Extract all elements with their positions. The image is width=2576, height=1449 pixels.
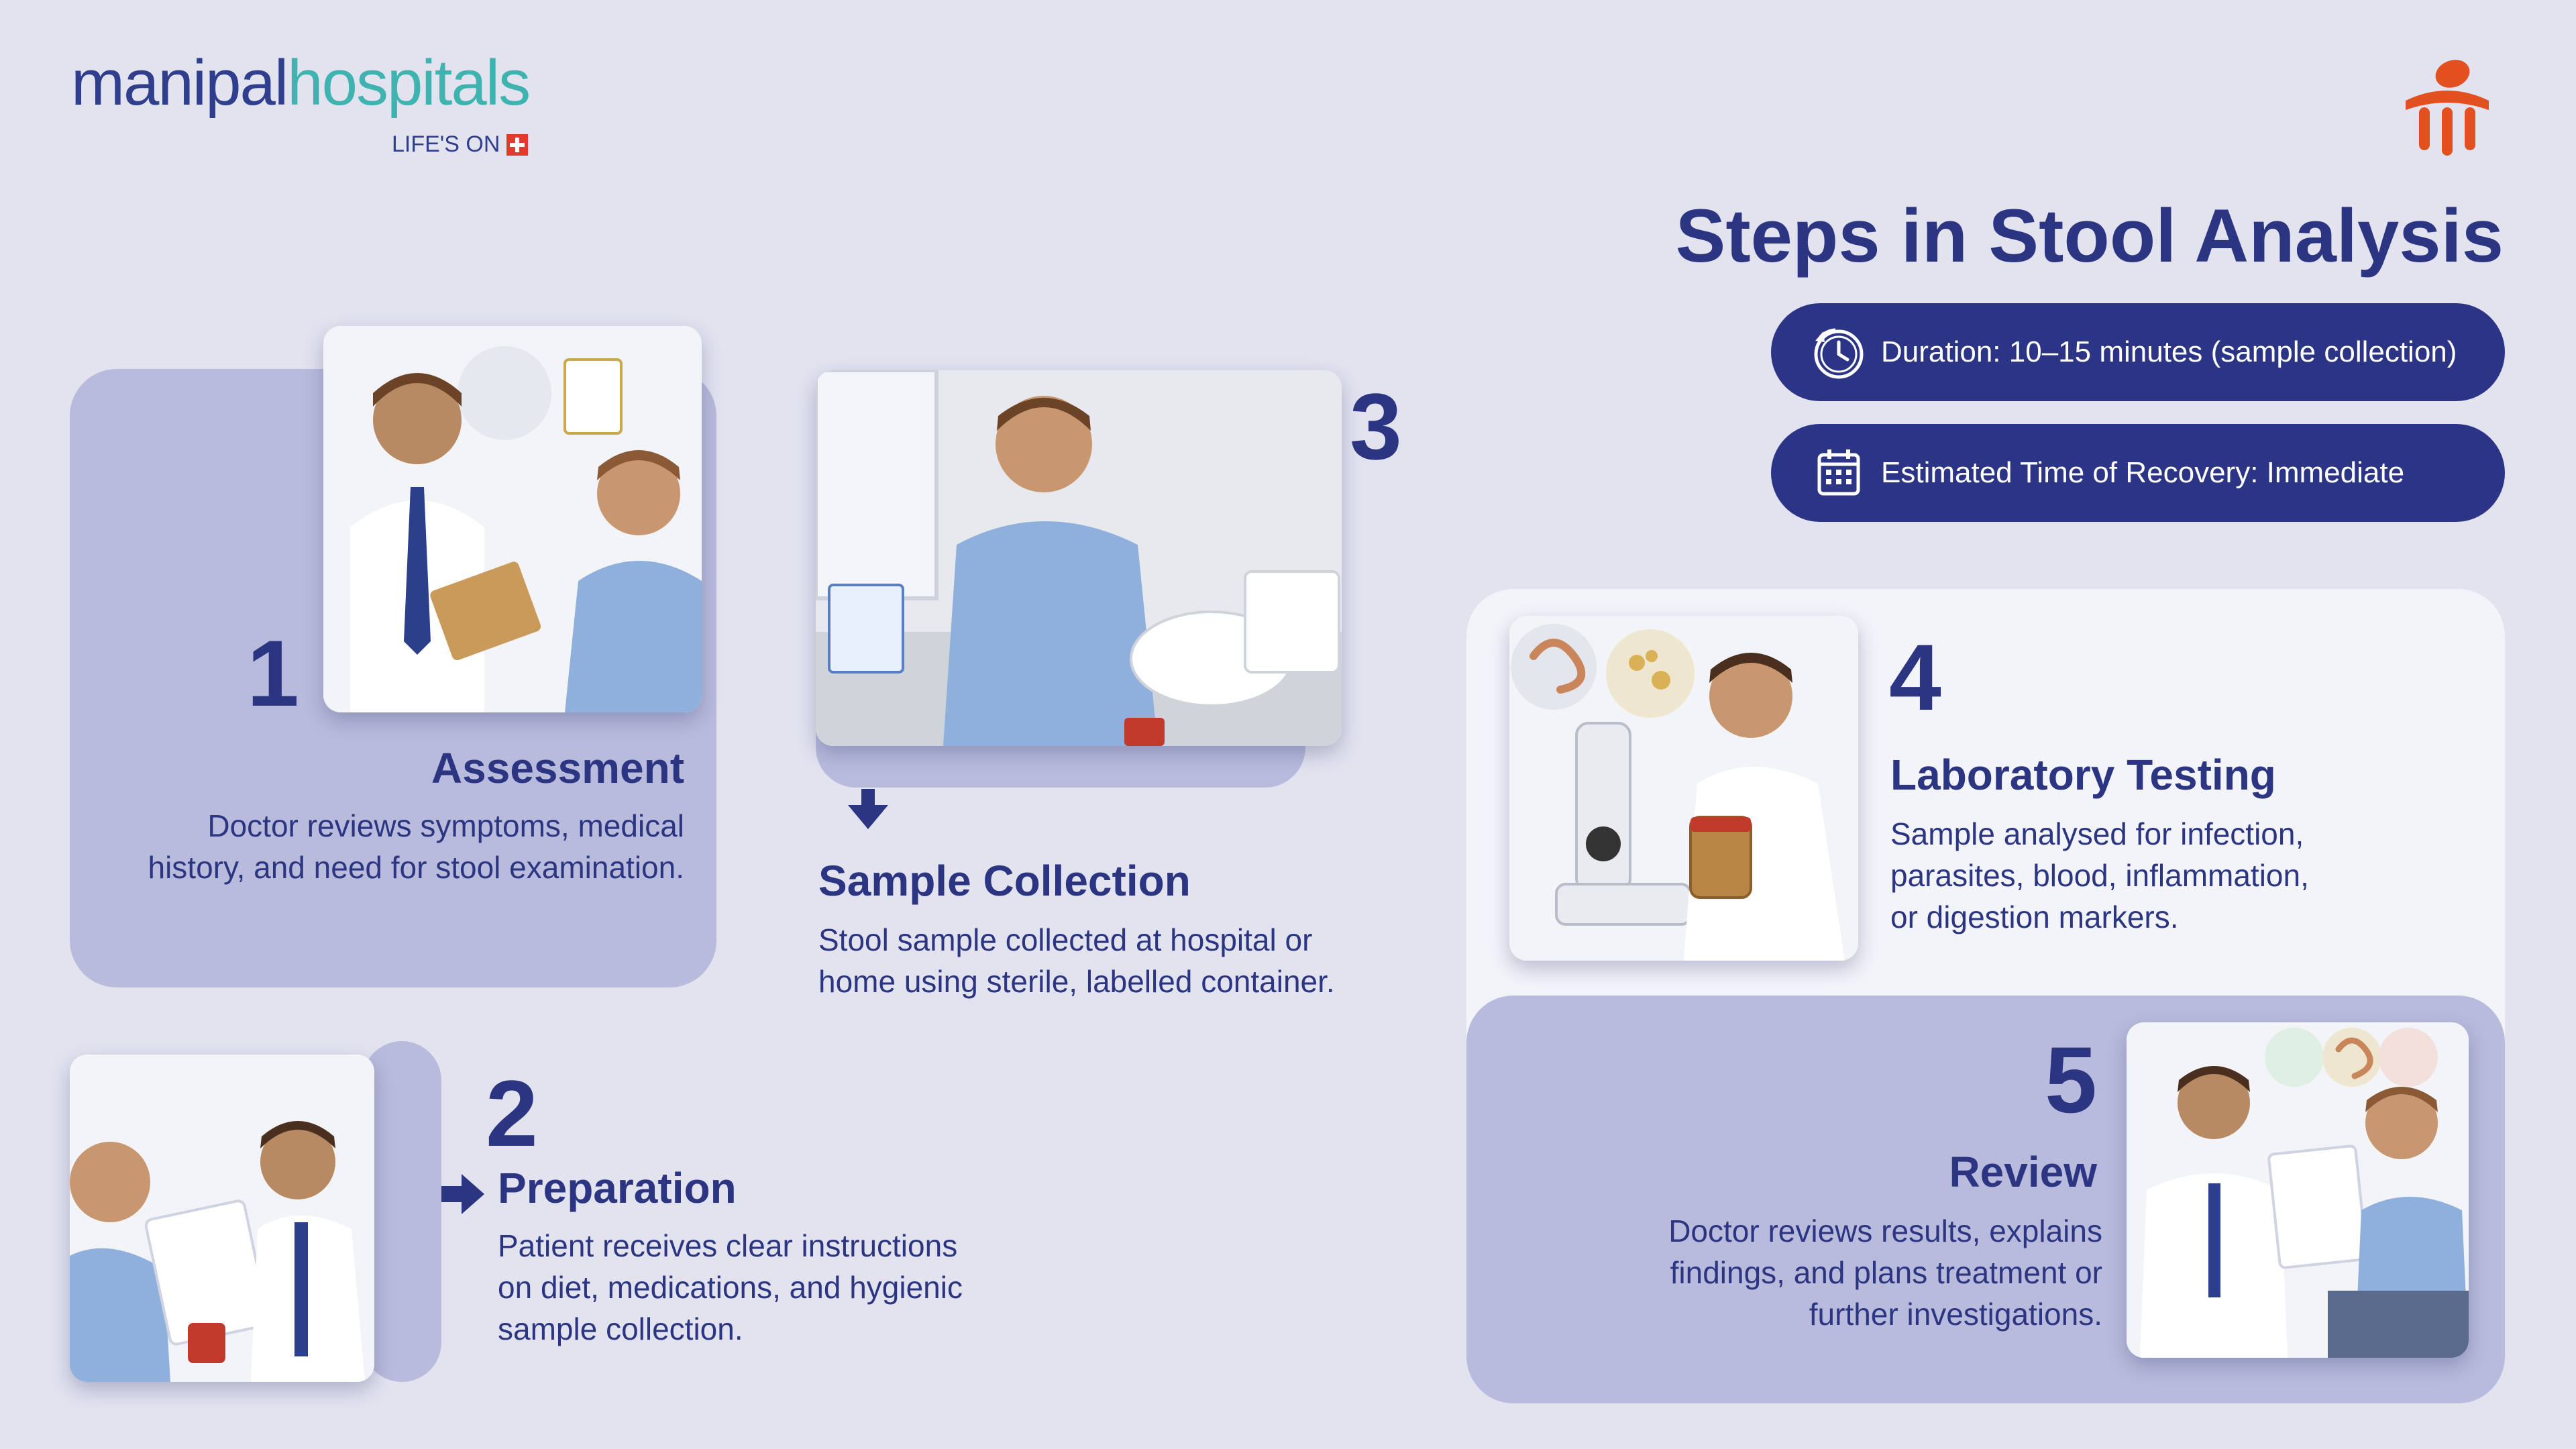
step-4-description-line: Sample analysed for infection, xyxy=(1890,816,2304,851)
step-2-title: Preparation xyxy=(498,1164,737,1212)
calendar-icon xyxy=(1817,449,1860,496)
step-4-description-line: parasites, blood, inflammation, xyxy=(1890,858,2309,894)
step-1-description-line: history, and need for stool examination. xyxy=(148,850,685,885)
step-1-number: 1 xyxy=(247,621,299,726)
step-2-description-line: Patient receives clear instructions xyxy=(498,1228,958,1263)
recovery-text: Estimated Time of Recovery: Immediate xyxy=(1881,456,2405,489)
step-2-card xyxy=(362,1041,441,1382)
brand-tagline-text: LIFE'S ON xyxy=(392,131,500,157)
step-3-number: 3 xyxy=(1350,374,1402,479)
duration-text: Duration: 10–15 minutes (sample collecti… xyxy=(1881,335,2457,368)
brand-name-part1: manipal xyxy=(71,47,288,119)
step-5-title: Review xyxy=(1949,1148,2097,1196)
stopwatch-icon xyxy=(1814,328,1864,379)
step-2-description-line: on diet, medications, and hygienic xyxy=(498,1270,963,1305)
duration-badge: Duration: 10–15 minutes (sample collecti… xyxy=(1771,303,2505,401)
step-5-number: 5 xyxy=(2045,1027,2097,1132)
step-4-description: Sample analysed for infection, parasites… xyxy=(1890,813,2309,938)
step-3-description-line: Stool sample collected at hospital or xyxy=(818,922,1313,957)
step-5-illustration xyxy=(2127,1022,2469,1358)
page-title: Steps in Stool Analysis xyxy=(1675,194,2504,278)
step-4-illustration xyxy=(1509,616,1858,961)
step-2-description: Patient receives clear instructions on d… xyxy=(498,1225,963,1350)
red-cross-icon xyxy=(506,133,529,156)
step-3-illustration xyxy=(816,370,1342,746)
manipal-logo-icon xyxy=(2406,60,2489,156)
step-5-description-line: Doctor reviews results, explains xyxy=(1668,1214,2102,1248)
step-2-illustration xyxy=(70,1055,374,1382)
recovery-badge: Estimated Time of Recovery: Immediate xyxy=(1771,424,2505,522)
step-1-title: Assessment xyxy=(431,744,684,792)
step-2-description-line: sample collection. xyxy=(498,1311,743,1347)
step-2-number: 2 xyxy=(486,1061,538,1166)
step-3-description: Stool sample collected at hospital or ho… xyxy=(818,919,1335,1002)
step-5-description-line: findings, and plans treatment or xyxy=(1670,1255,2102,1291)
brand-name-part2: hospitals xyxy=(287,47,531,119)
brand-tagline: LIFE'S ON xyxy=(392,131,529,158)
step-3-description-line: home using sterile, labelled container. xyxy=(818,964,1335,1000)
step-3-title: Sample Collection xyxy=(818,857,1191,905)
step-4-title: Laboratory Testing xyxy=(1890,751,2276,799)
step-1-description: Doctor reviews symptoms, medical history… xyxy=(148,805,685,888)
step-5-description: Doctor reviews results, explains finding… xyxy=(1668,1210,2102,1335)
step-5-description-line: further investigations. xyxy=(1809,1297,2102,1332)
step-4-description-line: or digestion markers. xyxy=(1890,900,2179,935)
step-1-description-line: Doctor reviews symptoms, medical xyxy=(207,808,684,843)
step-1-illustration xyxy=(323,326,702,712)
brand-logo: manipalhospitals xyxy=(71,51,531,115)
step-4-number: 4 xyxy=(1889,625,1941,730)
down-arrow-icon xyxy=(848,789,888,829)
right-arrow-icon xyxy=(441,1174,484,1214)
